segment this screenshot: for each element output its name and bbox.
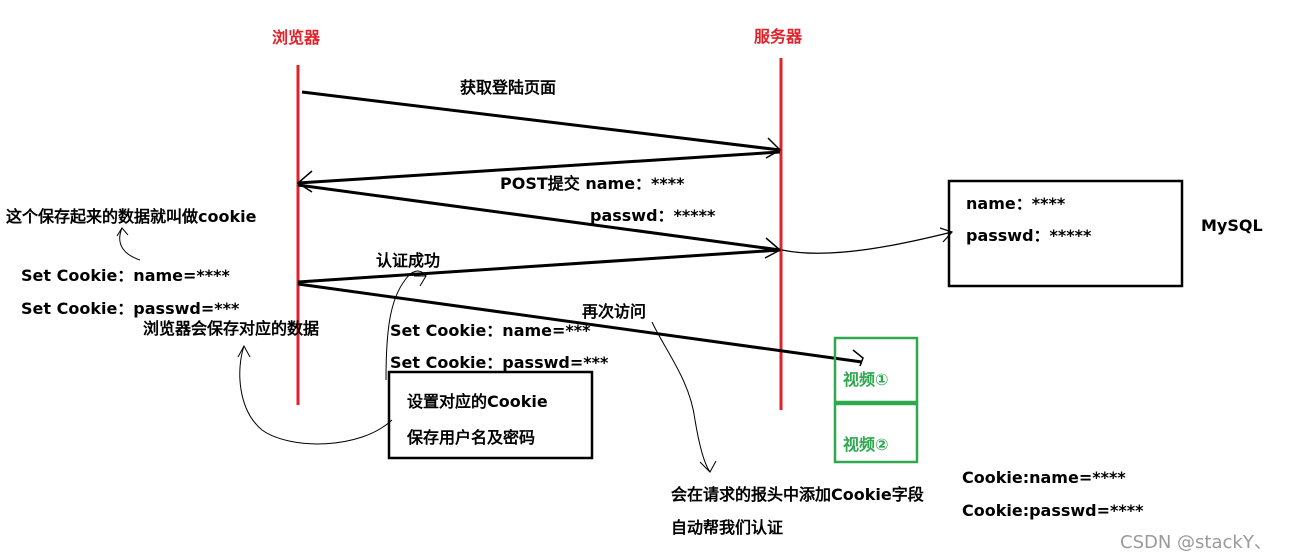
mysql-passwd-field: passwd：***** [966, 226, 1092, 245]
watermark: CSDN @stackY、 [1120, 532, 1272, 553]
cookie-header-name: Cookie:name=**** [962, 468, 1126, 487]
message-get-login-page: 获取登陆页面 [460, 78, 557, 97]
message-auth-success: 认证成功 [376, 251, 441, 270]
browser-label: 浏览器 [272, 28, 321, 47]
arrow-visit-again [297, 282, 864, 367]
set-cookie-box [387, 370, 594, 460]
browser-cookie-name: Set Cookie：name=**** [21, 266, 230, 285]
request-note-line2: 自动帮我们认证 [671, 518, 784, 537]
arrow-get-login-page [301, 90, 782, 159]
arrow-server-to-mysql [781, 231, 953, 254]
connector-box-to-browser-saves [239, 345, 393, 445]
cookie-note: 这个保存起来的数据就叫做cookie [6, 207, 257, 226]
mysql-name-field: name：**** [966, 194, 1066, 213]
arrow-auth-success [297, 248, 781, 284]
arrow-return-login-page [296, 150, 781, 193]
set-cookie-box-line2: 保存用户名及密码 [407, 428, 536, 447]
browser-cookie-passwd: Set Cookie：passwd=*** [21, 299, 240, 318]
video-2-label: 视频② [843, 435, 889, 454]
server-set-cookie-name: Set Cookie：name=*** [390, 321, 591, 340]
message-post-name: POST提交 name：**** [500, 174, 685, 193]
browser-saves-note: 浏览器会保存对应的数据 [143, 319, 320, 338]
video-1-label: 视频① [843, 370, 889, 389]
video-1-box [833, 336, 919, 404]
request-note-line1: 会在请求的报头中添加Cookie字段 [671, 485, 924, 504]
server-label: 服务器 [754, 27, 803, 46]
connector-visit-to-request-note [651, 321, 711, 473]
mysql-label: MySQL [1201, 216, 1263, 235]
set-cookie-box-line1: 设置对应的Cookie [407, 392, 548, 411]
cookie-header-passwd: Cookie:passwd=**** [962, 501, 1144, 520]
connector-cookie-note [119, 227, 141, 261]
message-post-passwd: passwd：***** [590, 206, 716, 225]
video-2-box [833, 402, 919, 464]
mysql-box [947, 179, 1184, 288]
message-visit-again: 再次访问 [582, 302, 647, 321]
connector-box-to-auth [385, 270, 427, 381]
server-set-cookie-passwd: Set Cookie：passwd=*** [390, 353, 609, 372]
